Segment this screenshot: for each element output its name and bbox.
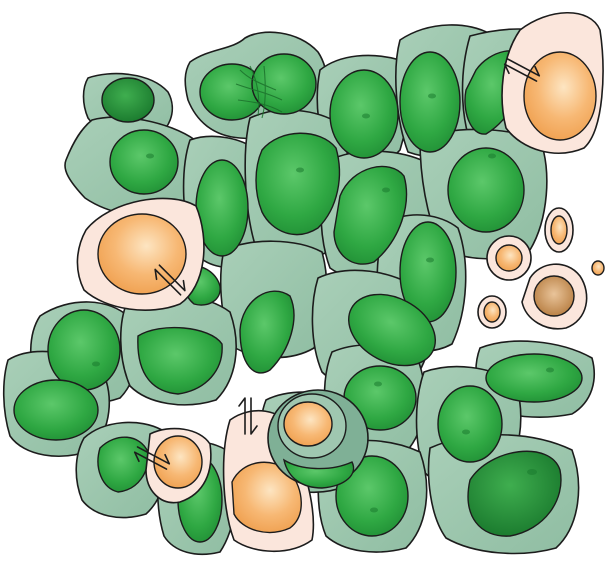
engulfed-apoptotic-body (284, 402, 332, 446)
nucleus (400, 52, 460, 152)
nucleus (110, 130, 178, 194)
nucleus (448, 148, 524, 232)
nucleolus (488, 154, 496, 159)
nucleolus (296, 168, 304, 173)
nucleus (438, 386, 502, 462)
apoptotic-nucleus (154, 436, 202, 488)
nucleus (14, 380, 98, 440)
apoptotic-body-core (484, 302, 500, 322)
nucleus (48, 310, 120, 390)
nucleus (102, 78, 154, 122)
nucleolus (362, 114, 370, 119)
nucleolus (462, 430, 470, 435)
nucleolus (546, 368, 554, 373)
nucleolus (382, 188, 390, 193)
nucleolus (374, 382, 382, 387)
apoptotic-body (592, 261, 604, 275)
nucleolus (146, 154, 154, 159)
apoptotic-body-core (534, 276, 574, 316)
apoptotic-nucleus (98, 214, 186, 294)
nucleolus (428, 94, 436, 99)
apoptotic-body-core (551, 216, 567, 244)
nucleus (486, 354, 582, 402)
nucleolus (527, 469, 537, 475)
nucleolus (92, 362, 100, 367)
apoptotic-nucleus (524, 52, 596, 140)
apoptotic-body-core (496, 245, 522, 271)
nucleolus (426, 258, 434, 263)
nucleolus (370, 508, 378, 513)
